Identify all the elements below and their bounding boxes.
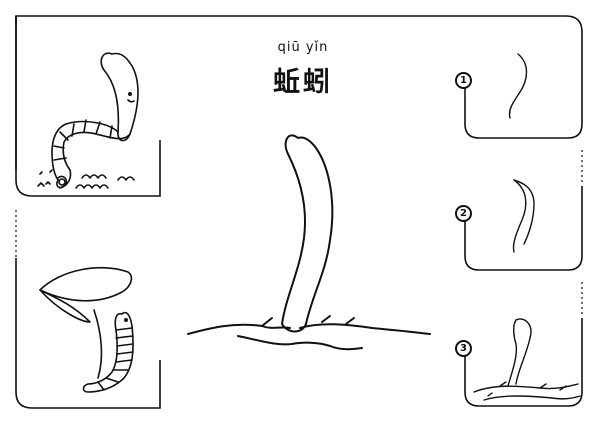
- step-1-panel-frame: [464, 62, 583, 139]
- step-3-badge: 3: [455, 340, 472, 357]
- earthworm-main-drawing-icon: [187, 134, 431, 351]
- title-pinyin: qiū yǐn: [277, 40, 329, 55]
- worm-stroke-step-icon: [473, 53, 581, 401]
- step-2-badge: 2: [455, 205, 472, 222]
- step-2-panel-frame: [464, 186, 583, 271]
- step-3-panel-frame: [464, 318, 583, 407]
- example-panel-bottom-frame: [15, 258, 161, 409]
- earthworm-example-icon: [37, 52, 139, 189]
- page-title: 蚯蚓: [273, 67, 333, 98]
- earthworm-with-leaf-icon: [39, 266, 134, 393]
- outer-frame-border: [15, 15, 583, 62]
- example-panel-top-frame: [15, 16, 161, 197]
- step-1-badge: 1: [455, 72, 472, 89]
